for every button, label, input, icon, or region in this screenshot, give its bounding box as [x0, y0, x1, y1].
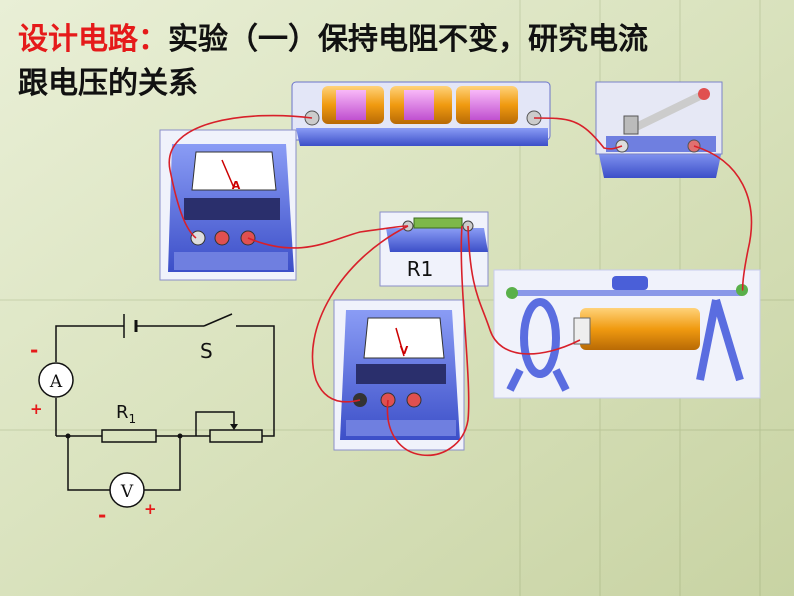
battery-holder [291, 81, 551, 146]
ammeter-plus-sign: + [30, 400, 43, 418]
voltmeter-dial-label: V [400, 344, 409, 357]
voltmeter-symbol-circle [109, 472, 145, 508]
rheostat-device [493, 269, 761, 399]
device-wiring [168, 114, 753, 457]
title-line2: 跟电压的关系 [18, 66, 198, 101]
ammeter-symbol-circle [38, 362, 74, 398]
slide-title: 设计电路：实验（一）保持电阻不变，研究电流 跟电压的关系 [18, 18, 788, 106]
switch-device [595, 81, 723, 178]
voltmeter-plus-sign: + [144, 500, 157, 518]
rheostat-slider-arrow [230, 424, 238, 430]
switch-label: S [200, 339, 213, 363]
ammeter-dial-label: A [232, 179, 241, 192]
ammeter-minus-sign: - [30, 338, 38, 362]
voltmeter-device [333, 299, 465, 451]
junction-dot [65, 433, 71, 439]
title-highlight: 设计电路： [18, 22, 168, 57]
junction-dot [177, 433, 183, 439]
switch-blade [203, 313, 233, 327]
voltmeter-minus-sign: - [98, 503, 106, 527]
ammeter-symbol-label: A [49, 372, 63, 392]
ammeter-device [159, 129, 297, 281]
resistor-r1-device-label: R1 [407, 257, 434, 281]
resistor-r1-device [379, 211, 489, 287]
rheostat-symbol [209, 429, 263, 443]
circuit-schematic [55, 313, 275, 491]
resistor-r1-symbol-label: R1 [116, 402, 136, 426]
voltmeter-symbol-label: V [120, 482, 134, 502]
title-line1: 实验（一）保持电阻不变，研究电流 [168, 22, 648, 57]
